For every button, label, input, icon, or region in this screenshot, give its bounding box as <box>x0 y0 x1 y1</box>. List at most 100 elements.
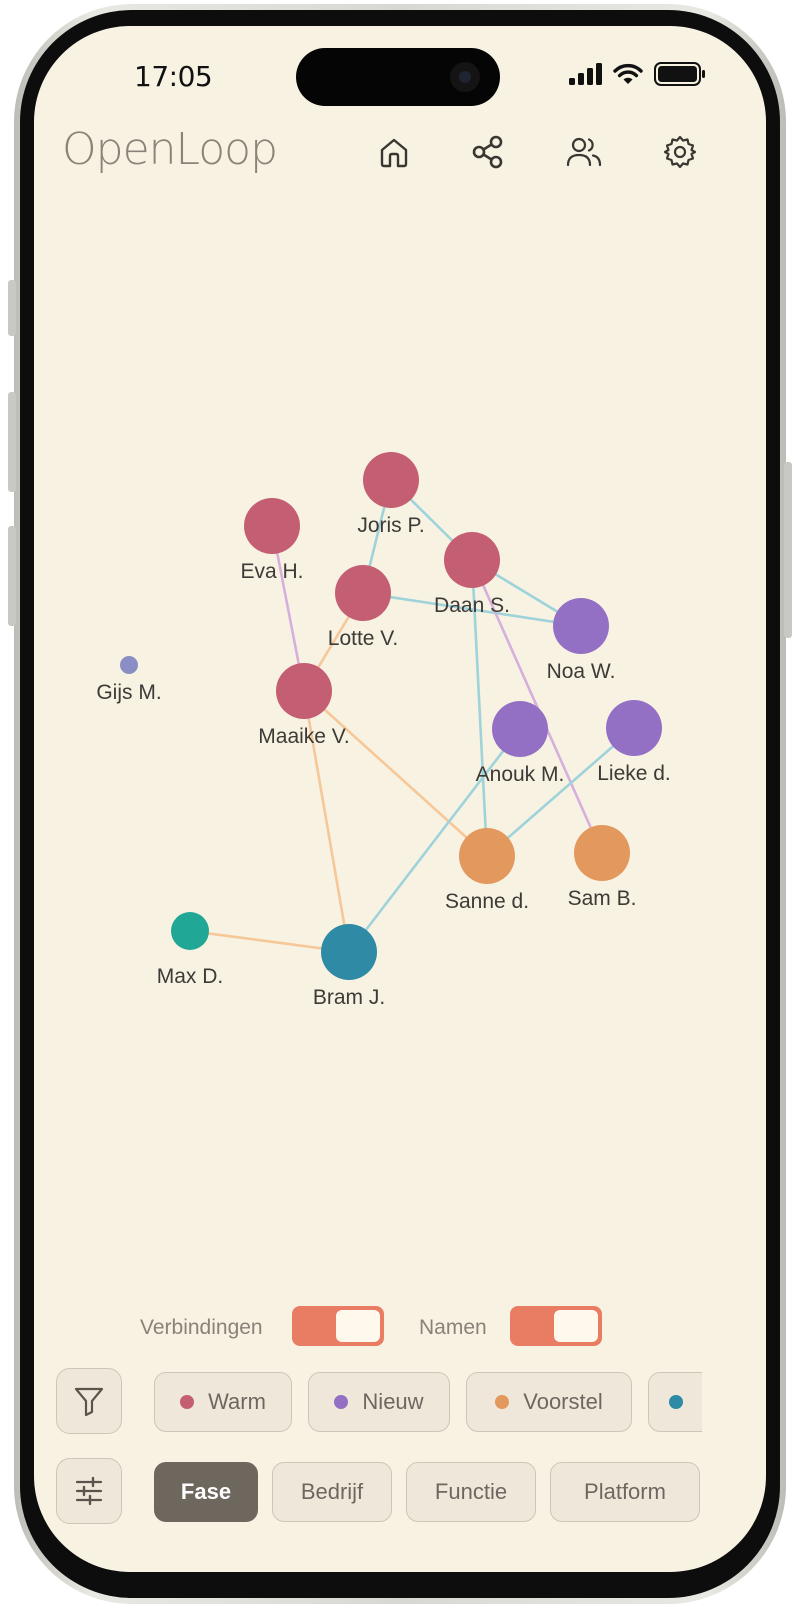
action-button <box>8 280 16 336</box>
node-circle <box>606 700 662 756</box>
filter-chip-more[interactable] <box>648 1372 702 1432</box>
connections-toggle-label: Verbindingen <box>140 1316 263 1339</box>
node-label: Lieke d. <box>597 762 671 785</box>
filter-chip-warm[interactable]: Warm <box>154 1372 292 1432</box>
graph-edge-daan-sam <box>470 559 604 854</box>
toggle-knob <box>336 1310 380 1342</box>
graph-node-max[interactable]: Max D. <box>157 912 224 988</box>
group-chip-platform[interactable]: Platform <box>550 1462 700 1522</box>
share-icon <box>472 135 503 169</box>
nav-people-button[interactable] <box>564 132 604 172</box>
filter-chip-voorstel[interactable]: Voorstel <box>466 1372 632 1432</box>
graph-node-lieke[interactable]: Lieke d. <box>597 700 671 785</box>
node-circle <box>363 452 419 508</box>
graph-node-sam[interactable]: Sam B. <box>568 825 637 910</box>
graph-node-eva[interactable]: Eva H. <box>240 498 304 583</box>
graph-node-noa[interactable]: Noa W. <box>547 598 616 683</box>
chip-label: Voorstel <box>523 1389 603 1414</box>
graph-node-sanne[interactable]: Sanne d. <box>445 828 529 913</box>
node-circle <box>335 565 391 621</box>
node-circle <box>553 598 609 654</box>
nav-home-button[interactable] <box>374 132 414 172</box>
status-icons <box>568 62 706 86</box>
node-circle <box>120 656 138 674</box>
filter-chip-row: Warm Nieuw Voorstel <box>56 1368 702 1436</box>
graph-node-bram[interactable]: Bram J. <box>313 924 385 1009</box>
node-label: Sanne d. <box>445 890 529 913</box>
app-logo: OpenLoop <box>62 124 278 175</box>
graph-node-anouk[interactable]: Anouk M. <box>476 701 565 786</box>
graph-edge-maaike-bram <box>302 690 351 953</box>
nav-share-button[interactable] <box>468 132 508 172</box>
chip-color-dot <box>669 1395 683 1409</box>
chip-color-dot <box>334 1395 349 1409</box>
nav-settings-button[interactable] <box>660 132 700 172</box>
graph-node-joris[interactable]: Joris P. <box>357 452 425 537</box>
status-time: 17:05 <box>134 60 213 93</box>
filter-chip-nieuw[interactable]: Nieuw <box>308 1372 450 1432</box>
volume-up-button <box>8 392 16 492</box>
node-label: Noa W. <box>547 660 616 683</box>
node-label: Daan S. <box>434 594 510 617</box>
cellular-signal-icon <box>569 63 602 85</box>
chip-label: Nieuw <box>362 1389 424 1414</box>
graph-edge-lotte-noa <box>362 591 582 628</box>
names-toggle[interactable] <box>510 1306 602 1346</box>
dynamic-island <box>296 48 500 106</box>
connections-toggle[interactable] <box>292 1306 384 1346</box>
graph-node-maaike[interactable]: Maaike V. <box>258 663 350 748</box>
group-chip-bedrijf[interactable]: Bedrijf <box>272 1462 392 1522</box>
toggle-knob <box>554 1310 598 1342</box>
battery-icon <box>654 62 705 86</box>
node-circle <box>276 663 332 719</box>
node-label: Sam B. <box>568 887 637 910</box>
group-chip-functie[interactable]: Functie <box>406 1462 536 1522</box>
graph-node-lotte[interactable]: Lotte V. <box>328 565 398 650</box>
node-label: Anouk M. <box>476 763 565 786</box>
graph-edge-eva-maaike <box>270 525 306 692</box>
node-label: Max D. <box>157 965 224 988</box>
adjustments-button[interactable] <box>56 1458 122 1524</box>
filter-button[interactable] <box>56 1368 122 1434</box>
node-circle <box>244 498 300 554</box>
node-circle <box>492 701 548 757</box>
home-icon <box>380 138 408 168</box>
toggles-row: Verbindingen Namen <box>34 1306 766 1350</box>
volume-down-button <box>8 526 16 626</box>
node-label: Bram J. <box>313 986 385 1009</box>
network-graph: Joris P. Eva H. Daan S. Lotte V. Noa W. Gijs … <box>96 452 671 1009</box>
graph-edges <box>189 479 635 954</box>
node-circle <box>459 828 515 884</box>
graph-edge-lieke-sanne <box>486 727 635 857</box>
graph-edge-daan-sanne <box>470 559 489 857</box>
graph-edge-maaike-sanne <box>303 690 488 857</box>
graph-node-gijs[interactable]: Gijs M. <box>96 656 162 704</box>
power-button <box>784 462 792 638</box>
graph-edge-anouk-bram <box>347 728 522 953</box>
gear-icon <box>663 135 697 169</box>
group-chip-fase[interactable]: Fase <box>154 1462 258 1522</box>
node-circle <box>574 825 630 881</box>
node-label: Joris P. <box>357 514 424 537</box>
graph-node-daan[interactable]: Daan S. <box>434 532 510 617</box>
users-icon <box>566 137 602 167</box>
graph-nodes: Joris P. Eva H. Daan S. Lotte V. Noa W. Gijs … <box>96 452 671 1009</box>
screen: 17:05 OpenLoop <box>34 26 766 1572</box>
chip-label: Warm <box>208 1389 266 1414</box>
wifi-icon <box>613 63 643 84</box>
chip-color-dot <box>495 1395 510 1409</box>
names-toggle-label: Namen <box>419 1316 487 1339</box>
node-label: Eva H. <box>240 560 303 583</box>
node-label: Gijs M. <box>96 681 161 704</box>
node-circle <box>444 532 500 588</box>
node-circle <box>171 912 209 950</box>
node-label: Lotte V. <box>328 627 398 650</box>
group-chip-row: Fase Bedrijf Functie Platform <box>56 1458 702 1526</box>
app-header: OpenLoop <box>62 122 742 182</box>
filter-icon <box>74 1387 104 1417</box>
camera-icon <box>450 62 480 92</box>
sliders-icon <box>75 1476 103 1506</box>
chip-color-dot <box>180 1395 195 1409</box>
node-label: Maaike V. <box>258 725 349 748</box>
node-circle <box>321 924 377 980</box>
